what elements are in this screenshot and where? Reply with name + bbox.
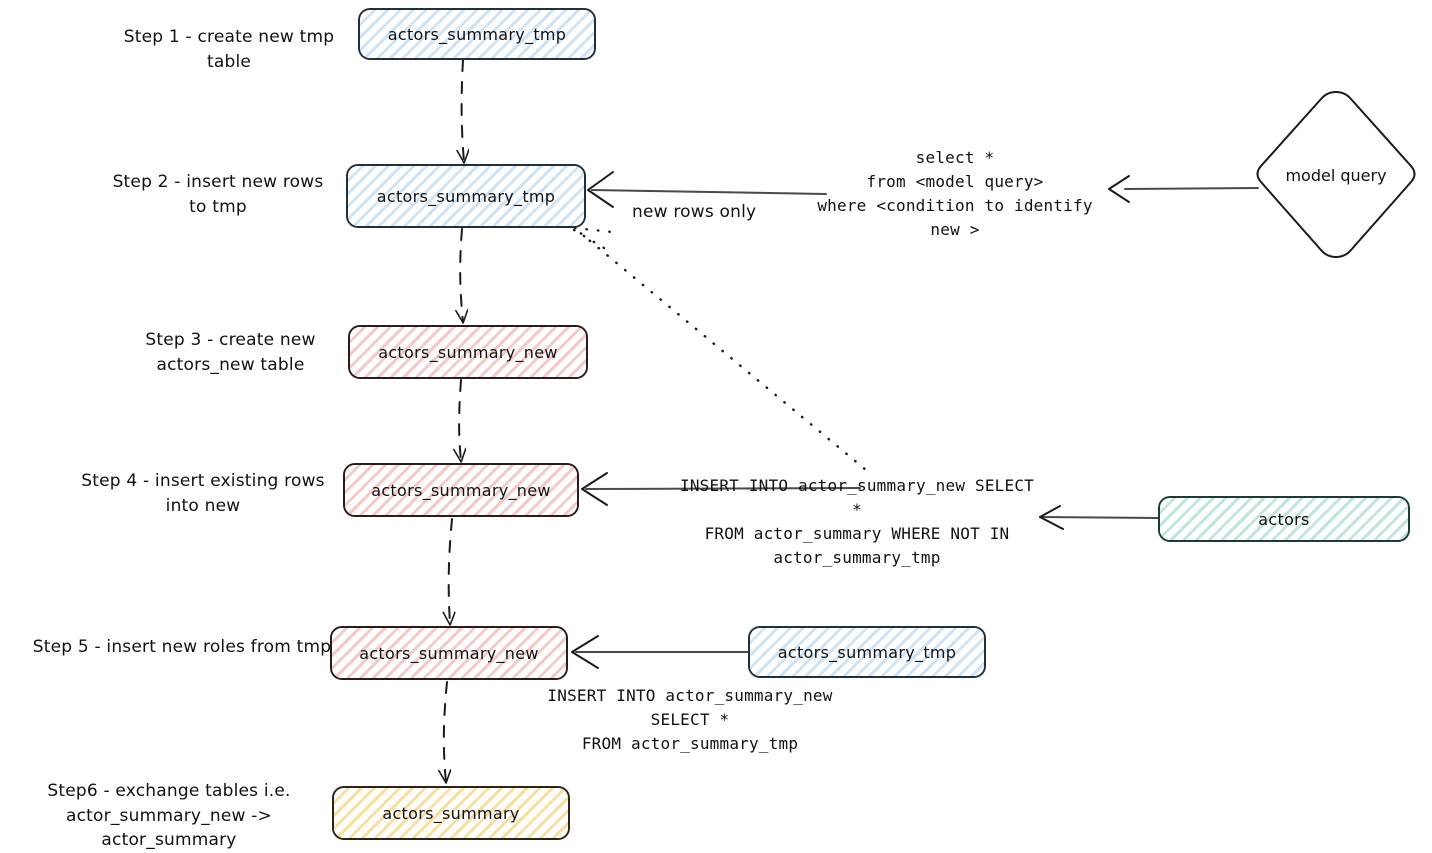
node-actors-summary-tmp-source[interactable]: actors_summary_tmp: [748, 626, 986, 678]
node-actors-summary-tmp-step1[interactable]: actors_summary_tmp: [358, 8, 596, 60]
node-label: actors_summary_new: [378, 342, 558, 362]
edge-label-insert-existing-sql: INSERT INTO actor_summary_new SELECT * F…: [680, 476, 1034, 567]
edge-step4-to-step5: [449, 518, 452, 624]
step-6-label: Step6 - exchange tables i.e. actor_summa…: [47, 781, 291, 851]
edge-step2-dotted-branch-a: [573, 226, 614, 234]
decision-label: model query: [1285, 165, 1387, 185]
step-5-label: Step 5 - insert new roles from tmp: [32, 637, 332, 657]
edge-step5-to-step6: [444, 681, 447, 782]
node-actors-summary-tmp-step2[interactable]: actors_summary_tmp: [346, 164, 586, 228]
step-2-label: Step 2 - insert new rows to tmp: [112, 172, 324, 217]
edge-label-model-query-sql: select * from <model query> where <condi…: [817, 148, 1093, 239]
node-label: actors_summary_new: [359, 643, 539, 663]
node-label: actors_summary_new: [371, 480, 551, 500]
edge-label-new-rows-only: new rows only: [632, 202, 757, 222]
edge-sql-to-step2: [591, 189, 827, 195]
step-3-label: Step 3 - create new actors_new table: [145, 330, 316, 375]
arrowhead-step5-inbound: [571, 635, 599, 669]
node-actors-summary-new-step4[interactable]: actors_summary_new: [343, 463, 579, 517]
node-label: actors: [1258, 509, 1310, 529]
node-actors-summary-new-step5[interactable]: actors_summary_new: [330, 626, 568, 680]
node-label: actors_summary_tmp: [376, 186, 556, 206]
node-label: actors_summary: [382, 803, 520, 823]
arrowhead-modelquery: [1108, 175, 1130, 203]
node-actors-source[interactable]: actors: [1158, 496, 1410, 542]
node-actors-summary-new-step3[interactable]: actors_summary_new: [348, 325, 588, 379]
edge-step2-dotted-to-step4-sql: [570, 224, 868, 472]
decision-model-query[interactable]: model query: [1254, 92, 1418, 258]
arrowhead-step4-inbound: [581, 472, 608, 506]
step-4-label: Step 4 - insert existing rows into new: [81, 471, 325, 516]
edge-label-insert-new-roles-sql: INSERT INTO actor_summary_new SELECT * F…: [547, 686, 833, 753]
node-actors-summary-step6[interactable]: actors_summary: [332, 786, 570, 840]
node-label: actors_summary_tmp: [777, 642, 957, 662]
edge-modelquery-to-step2-right: [1124, 187, 1259, 190]
edge-step1-to-step2: [462, 59, 464, 162]
edge-actors-to-sql: [1039, 516, 1159, 519]
arrowhead-actors-inbound: [1039, 505, 1064, 530]
node-label: actors_summary_tmp: [387, 24, 567, 44]
edge-step2-dotted-branch-b: [572, 228, 606, 250]
edge-step2-to-step3: [460, 228, 463, 322]
arrowhead-step2-inbound: [587, 171, 614, 208]
step-1-label: Step 1 - create new tmp table: [123, 27, 335, 72]
edge-step3-to-step4: [459, 379, 461, 461]
